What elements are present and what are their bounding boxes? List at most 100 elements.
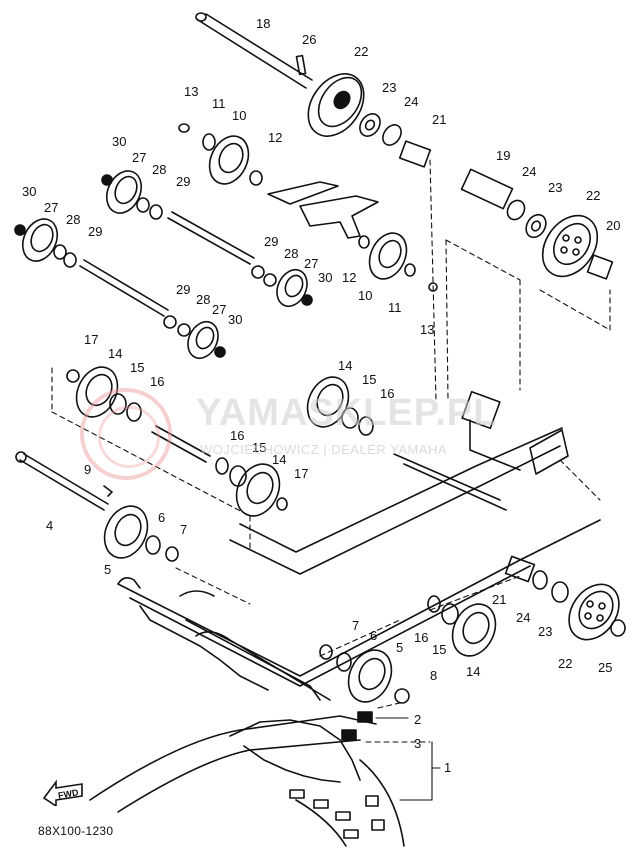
part-label-9: 9 bbox=[84, 462, 91, 477]
part-label-13: 13 bbox=[184, 84, 198, 99]
part-label-14: 14 bbox=[108, 346, 122, 361]
part-label-11: 11 bbox=[388, 300, 402, 315]
axle-upper bbox=[167, 211, 255, 265]
collar-21-top bbox=[398, 140, 432, 168]
part-label-14: 14 bbox=[466, 664, 480, 679]
part-label-7: 7 bbox=[352, 618, 359, 633]
part-label-6: 6 bbox=[370, 628, 377, 643]
part-label-15: 15 bbox=[432, 642, 446, 657]
watermark-subtitle: WOJCIECHOWICZ | DEALER YAMAHA bbox=[200, 442, 448, 457]
part-label-5: 5 bbox=[396, 640, 403, 655]
part-label-1: 1 bbox=[444, 760, 451, 775]
washer-28-lower bbox=[53, 244, 67, 260]
part-label-10: 10 bbox=[358, 288, 372, 303]
part-label-20: 20 bbox=[606, 218, 620, 233]
bolt-26 bbox=[295, 54, 307, 76]
part-label-13: 13 bbox=[420, 322, 434, 337]
nut-30-upper bbox=[101, 174, 113, 186]
washer-29-upper bbox=[149, 204, 163, 220]
part-label-27: 27 bbox=[132, 150, 146, 165]
suspension-arm bbox=[267, 181, 379, 239]
watermark-logo bbox=[80, 388, 172, 480]
pin-9 bbox=[103, 485, 113, 497]
bracket-lines bbox=[375, 717, 441, 801]
washer-12-top bbox=[249, 170, 263, 186]
bearing-23-top bbox=[359, 113, 381, 137]
part-label-27: 27 bbox=[304, 256, 318, 271]
bearing-15-center bbox=[341, 407, 359, 429]
washer-28-upper bbox=[136, 197, 150, 213]
part-label-12: 12 bbox=[268, 130, 282, 145]
wheel-5-left bbox=[103, 505, 149, 559]
part-label-27: 27 bbox=[44, 200, 58, 215]
washer-28-low bbox=[177, 323, 191, 337]
washer-12-right bbox=[358, 235, 370, 249]
washer-24-right bbox=[506, 199, 526, 221]
part-label-22: 22 bbox=[558, 656, 572, 671]
wheel-22-right bbox=[541, 214, 599, 278]
wheel-5-lower bbox=[347, 649, 393, 703]
part-label-26: 26 bbox=[302, 32, 316, 47]
part-label-30: 30 bbox=[112, 134, 126, 149]
nut-8 bbox=[394, 688, 410, 704]
part-number-labels: 18 26 22 13 11 10 23 24 21 12 30 27 28 2… bbox=[22, 16, 620, 775]
part-label-16: 16 bbox=[230, 428, 244, 443]
wheel-27-mid bbox=[276, 268, 308, 308]
part-label-19: 19 bbox=[496, 148, 510, 163]
part-label-16: 16 bbox=[380, 386, 394, 401]
bearing-23-lower bbox=[551, 581, 569, 603]
bearing-6-lower bbox=[336, 652, 352, 672]
part-label-18: 18 bbox=[256, 16, 270, 31]
part-label-16: 16 bbox=[150, 374, 164, 389]
collar-21-lower bbox=[504, 555, 536, 583]
axle-lower bbox=[79, 259, 169, 317]
part-label-15: 15 bbox=[252, 440, 266, 455]
part-label-29: 29 bbox=[264, 234, 278, 249]
seal-16-lower bbox=[427, 595, 441, 613]
wheel-27-left-lower bbox=[21, 218, 59, 262]
part-label-29: 29 bbox=[176, 174, 190, 189]
clip-3 bbox=[341, 729, 357, 741]
part-label-30: 30 bbox=[22, 184, 36, 199]
part-label-15: 15 bbox=[362, 372, 376, 387]
wheel-27-left-upper bbox=[105, 170, 143, 214]
part-label-30: 30 bbox=[228, 312, 242, 327]
part-label-28: 28 bbox=[152, 162, 166, 177]
track-1 bbox=[89, 715, 405, 847]
cap-20 bbox=[586, 254, 614, 280]
part-label-4: 4 bbox=[46, 518, 53, 533]
part-label-28: 28 bbox=[284, 246, 298, 261]
wheel-14-lower bbox=[451, 603, 497, 657]
part-label-28: 28 bbox=[196, 292, 210, 307]
part-label-17: 17 bbox=[294, 466, 308, 481]
shaft-19 bbox=[460, 168, 514, 210]
seal-16-center bbox=[358, 416, 374, 436]
part-label-11: 11 bbox=[212, 96, 226, 111]
part-label-14: 14 bbox=[272, 452, 286, 467]
wheel-10-top bbox=[208, 135, 250, 185]
part-label-16: 16 bbox=[414, 630, 428, 645]
bolt-4 bbox=[15, 451, 109, 511]
part-label-5: 5 bbox=[104, 562, 111, 577]
bearing-6-left bbox=[145, 535, 161, 555]
spacer-17-left bbox=[66, 369, 80, 383]
nut-30-low bbox=[214, 346, 226, 358]
part-label-3: 3 bbox=[414, 736, 421, 751]
washer-28-mid bbox=[263, 273, 277, 287]
part-label-29: 29 bbox=[176, 282, 190, 297]
part-label-15: 15 bbox=[130, 360, 144, 375]
washer-29-lower bbox=[63, 252, 77, 268]
washer-24-lower bbox=[532, 570, 548, 590]
part-label-24: 24 bbox=[516, 610, 530, 625]
part-label-23: 23 bbox=[548, 180, 562, 195]
part-label-14: 14 bbox=[338, 358, 352, 373]
part-label-24: 24 bbox=[404, 94, 418, 109]
part-label-21: 21 bbox=[432, 112, 446, 127]
washer-24-top bbox=[382, 124, 402, 146]
part-label-22: 22 bbox=[354, 44, 368, 59]
bearing-15-lower bbox=[441, 603, 459, 625]
nut-11-right bbox=[404, 263, 416, 277]
clip-2 bbox=[357, 711, 373, 723]
spacer-17-front bbox=[276, 497, 288, 511]
